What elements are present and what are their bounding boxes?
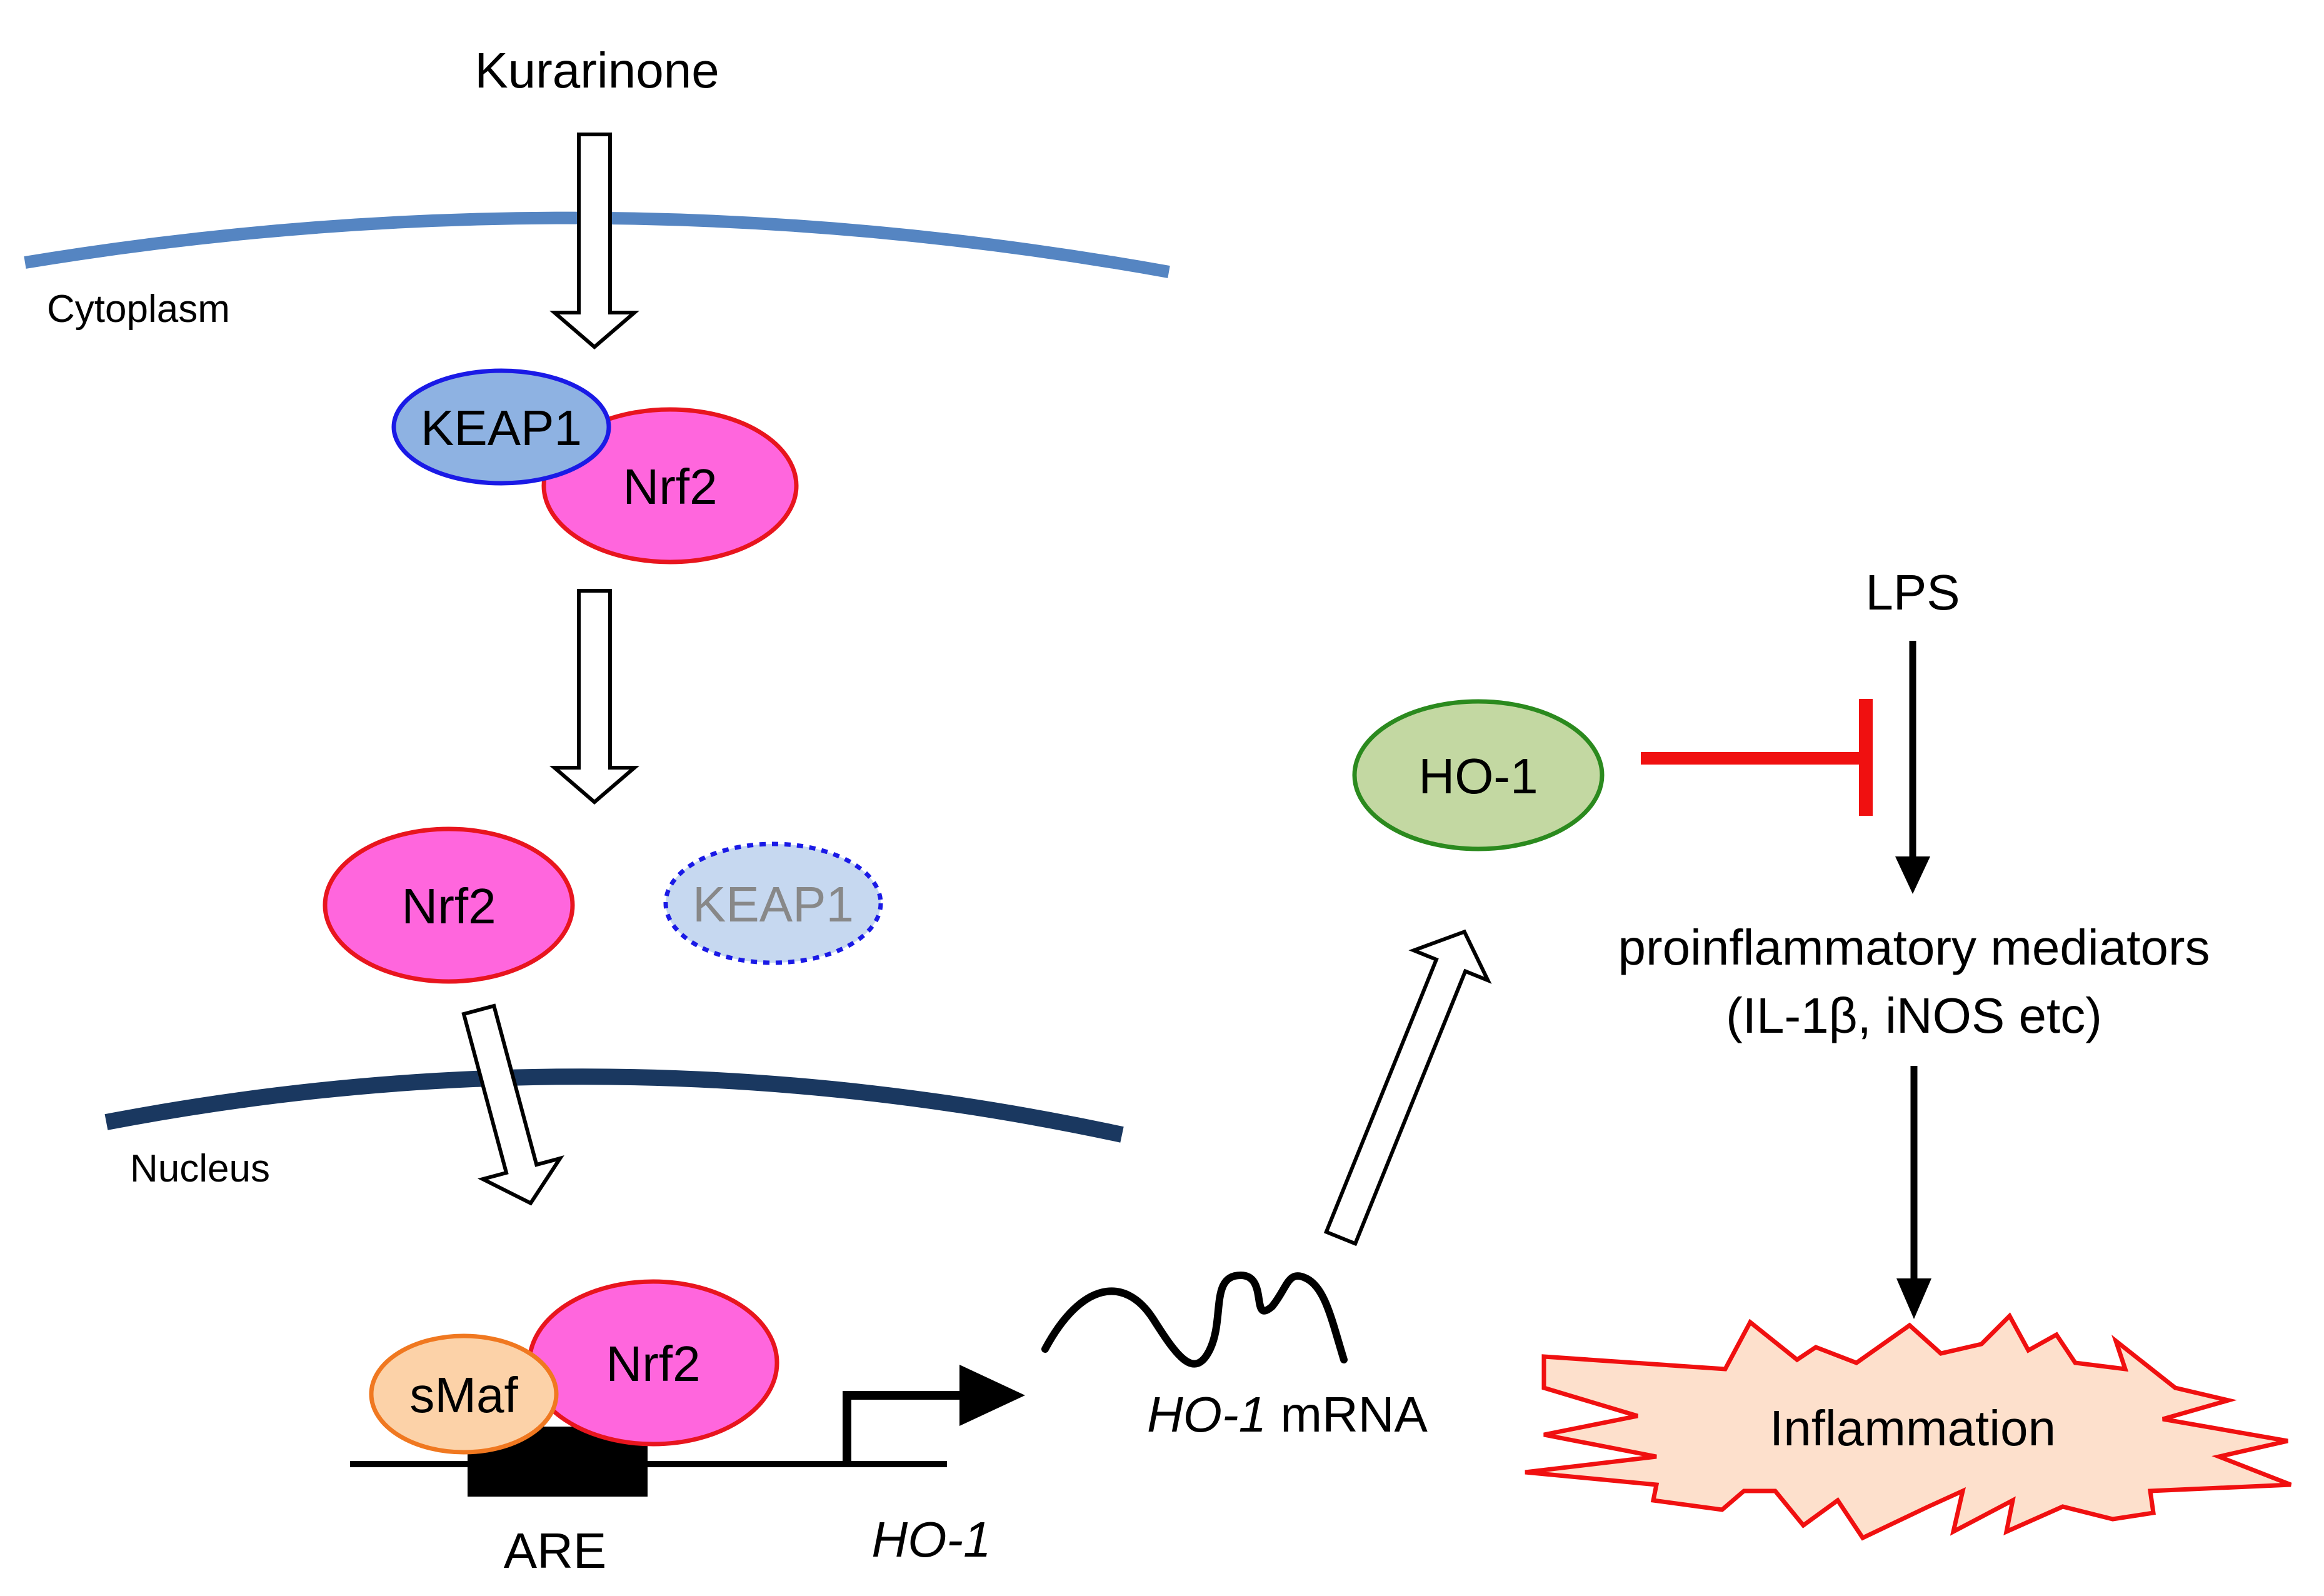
smaf-label: sMaf (409, 1367, 518, 1423)
hollow-arrow-dissociation (549, 589, 640, 805)
cytoplasm-label: Cytoplasm (47, 288, 230, 331)
ho1-protein-node (1352, 699, 1605, 851)
are-label: ARE (504, 1523, 607, 1578)
keap1-released-label: KEAP1 (693, 876, 854, 932)
nrf2-nuclear-label: Nrf2 (606, 1336, 700, 1392)
nrf2-free-label: Nrf2 (401, 878, 496, 934)
mediators-label-line2: (IL-1β, iNOS etc) (1726, 988, 2102, 1043)
transcription-start-arrow (843, 1391, 966, 1464)
inflammation-label: Inflammation (1770, 1400, 2056, 1456)
lps-to-mediators-arrowhead (1895, 856, 1930, 894)
nuclear-membrane (104, 1068, 1124, 1143)
mediators-to-inflammation-arrowhead (1896, 1278, 1931, 1319)
nrf2-complex-label: Nrf2 (623, 459, 717, 514)
lps-label: LPS (1865, 565, 1960, 620)
mrna-squiggle (1041, 1271, 1348, 1368)
hollow-arrow-translation (1323, 929, 1492, 1247)
nrf2-free-node (323, 826, 575, 984)
nrf2-complex-node (541, 407, 799, 565)
keap1-complex-node (391, 368, 611, 486)
kurarinone-label: Kurarinone (474, 43, 719, 98)
inflammation-starburst (1525, 1312, 2292, 1541)
ho1-protein-label: HO-1 (1418, 748, 1538, 804)
smaf-node (369, 1333, 559, 1455)
keap1-complex-label: KEAP1 (421, 400, 582, 456)
hollow-arrow-kurarinone-to-complex (549, 133, 640, 349)
mrna-label: mRNA (1266, 1387, 1428, 1442)
transcription-arrowhead (959, 1365, 1025, 1426)
nucleus-label: Nucleus (130, 1147, 270, 1190)
keap1-released-node (663, 841, 883, 965)
ho1-mrna-label: HO-1 mRNA (1147, 1387, 1428, 1442)
mediators-label-line1: proinflammatory mediators (1618, 920, 2210, 975)
ho1-gene-label: HO-1 (871, 1512, 991, 1567)
hollow-arrow-translocation (461, 1003, 564, 1206)
ho1-mrna-gene-label: HO-1 (1147, 1387, 1266, 1442)
